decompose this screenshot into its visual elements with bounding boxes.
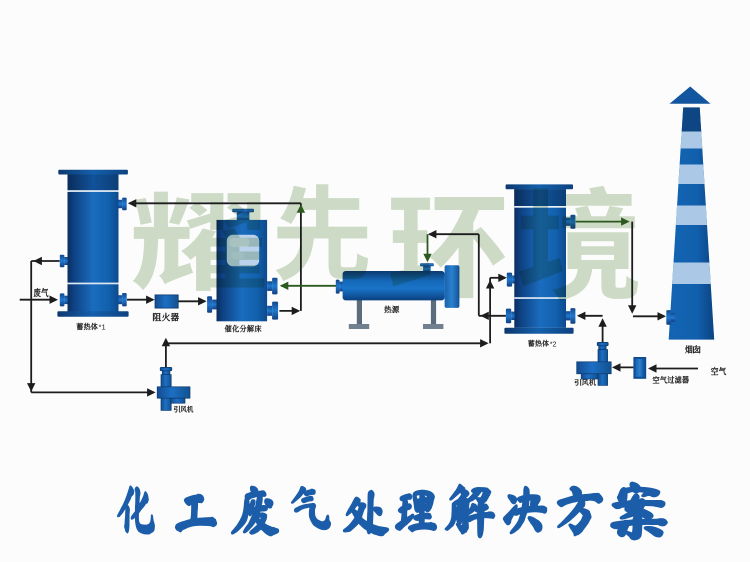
svg-text:*2: *2: [550, 339, 557, 348]
svg-text:*1: *1: [99, 323, 106, 332]
